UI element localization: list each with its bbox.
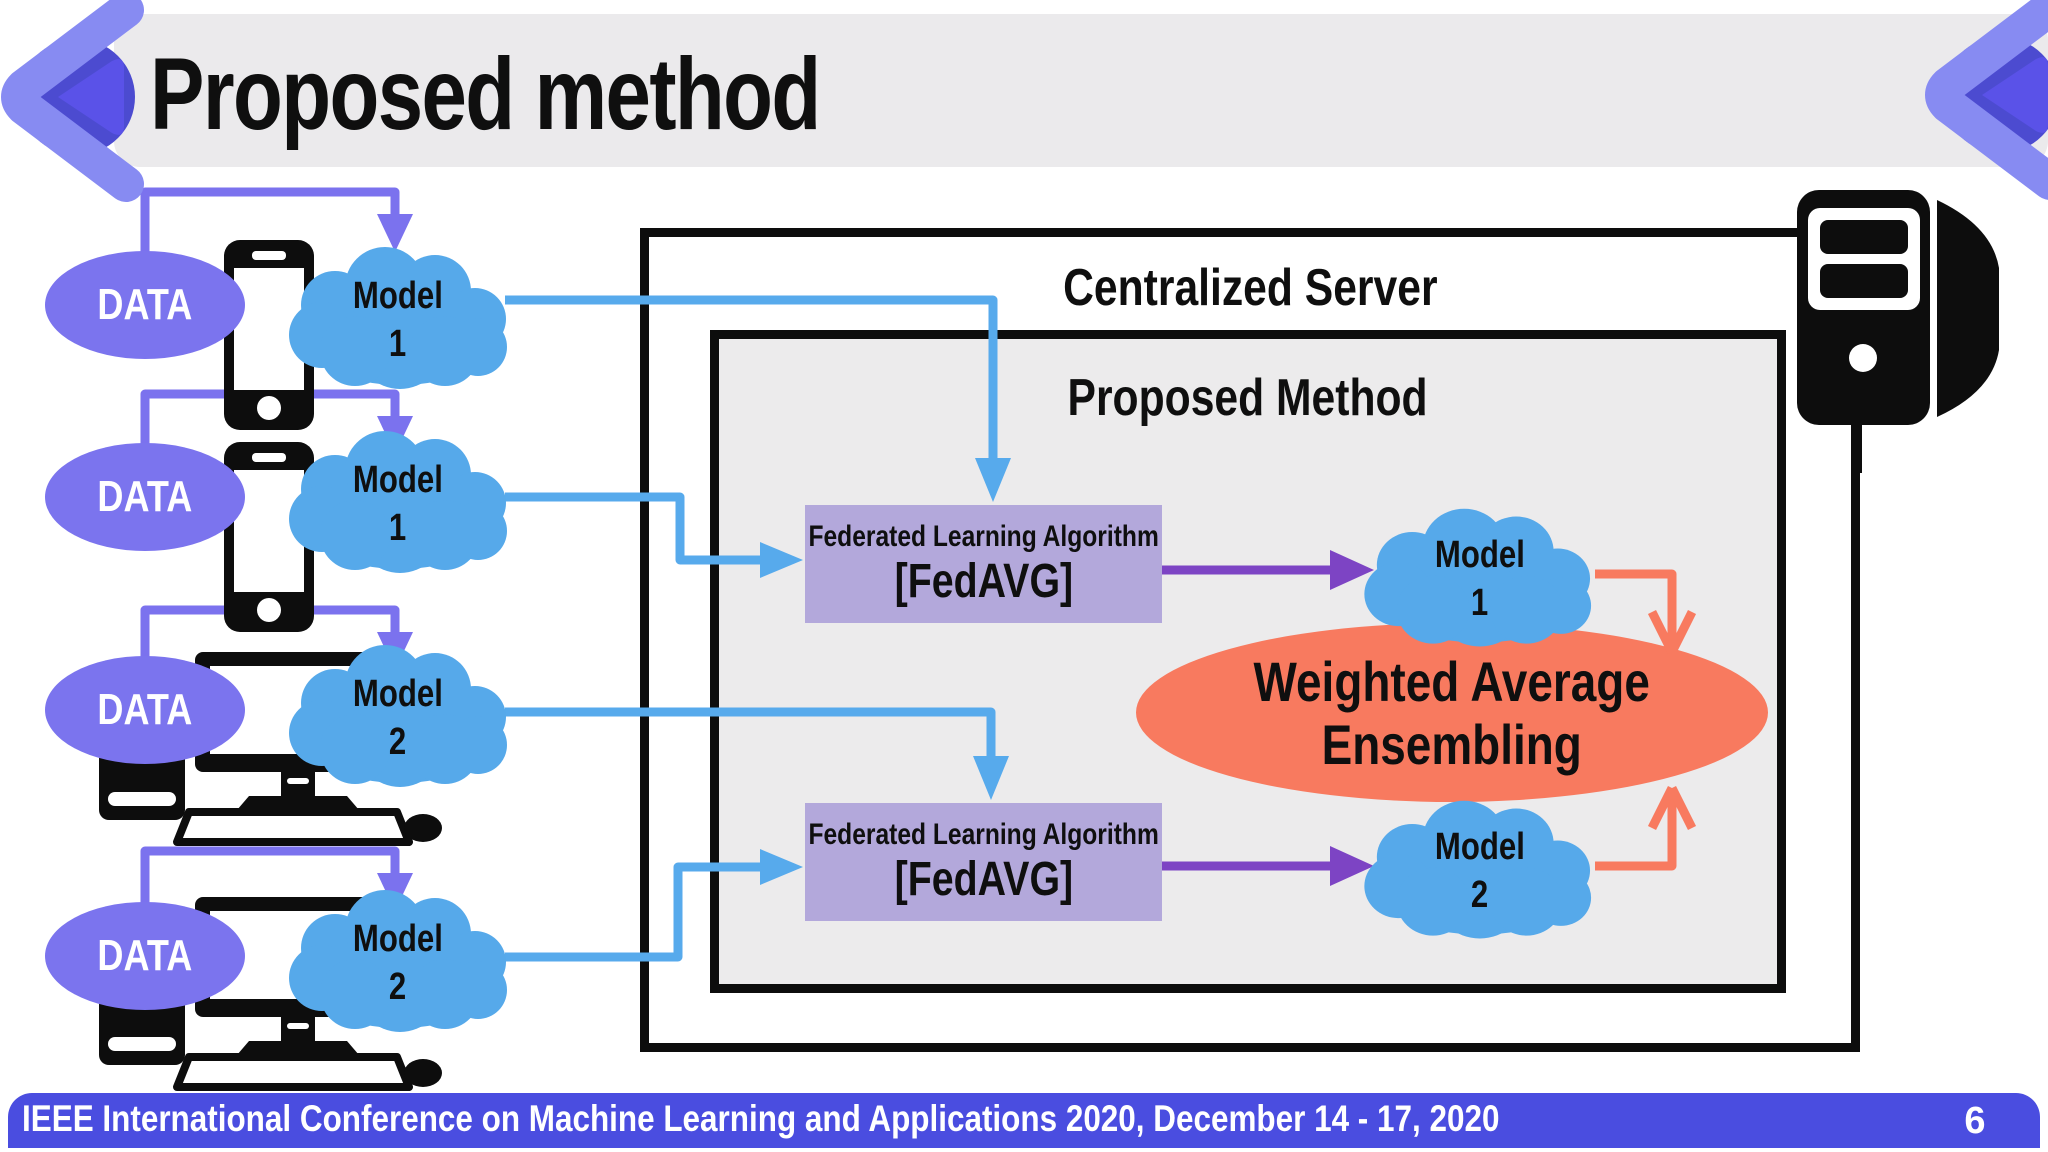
server-tower-icon [1797,190,1999,473]
client-data-ellipse: DATA [45,656,245,764]
page-title: Proposed method [150,37,821,151]
ensembling-line1: Weighted Average [1253,649,1651,713]
proposed-method-label: Proposed Method [1067,369,1429,427]
client-data-ellipse: DATA [45,251,245,359]
fedavg-line2: [FedAVG] [894,852,1073,906]
fedavg-box: Federated Learning Algorithm [FedAVG] [805,803,1162,921]
fedavg-line2: [FedAVG] [894,554,1073,608]
footer-bar [8,1093,2040,1148]
model-to-server-arrowhead [760,458,1011,885]
fedavg-line1: Federated Learning Algorithm [808,817,1159,851]
left-chevron-icon [19,10,135,184]
fedavg-output-arrow [1162,565,1332,871]
footer-text: IEEE International Conference on Machine… [22,1098,1500,1139]
weighted-ensembling-ellipse: Weighted Average Ensembling [1136,623,1768,802]
client-data-ellipse: DATA [45,902,245,1010]
right-chevron-icon [1943,8,2048,182]
page-number: 6 [1964,1100,1986,1142]
fedavg-output-arrowhead [1330,550,1374,886]
model-to-ensembling-arrow [1595,569,1697,871]
client-data-ellipse: DATA [45,443,245,551]
header-bar [114,14,2048,167]
fedavg-line1: Federated Learning Algorithm [808,519,1159,553]
ensembling-line2: Ensembling [1321,712,1583,776]
fedavg-box: Federated Learning Algorithm [FedAVG] [805,505,1162,623]
centralized-server-label: Centralized Server [1062,259,1438,317]
model-to-server-arrow [505,295,998,962]
